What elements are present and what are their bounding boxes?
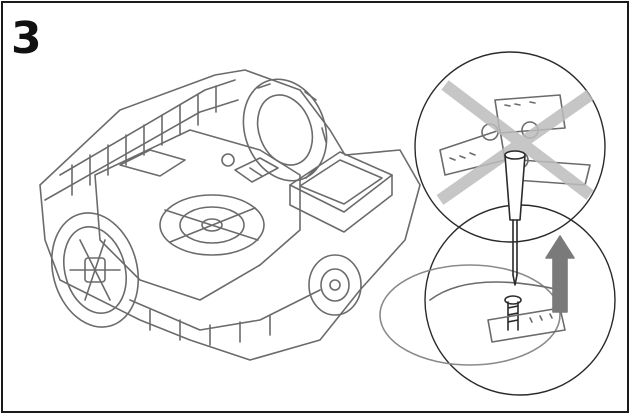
step-number: 3	[11, 13, 42, 64]
mower-illustration	[39, 69, 421, 361]
battery-cover	[289, 151, 393, 233]
screw	[504, 295, 522, 331]
callout-screwdriver	[379, 150, 616, 396]
arrow-up-icon	[545, 235, 575, 313]
bumper-ribs	[71, 85, 217, 196]
rear-wheel-right	[242, 78, 328, 182]
blade-piece	[487, 307, 566, 343]
screwdriver	[504, 150, 526, 286]
front-caster-wheel	[308, 254, 362, 316]
rear-wheel-left	[50, 212, 140, 328]
cross-out-mark	[436, 80, 594, 205]
blade-disc	[159, 194, 265, 256]
